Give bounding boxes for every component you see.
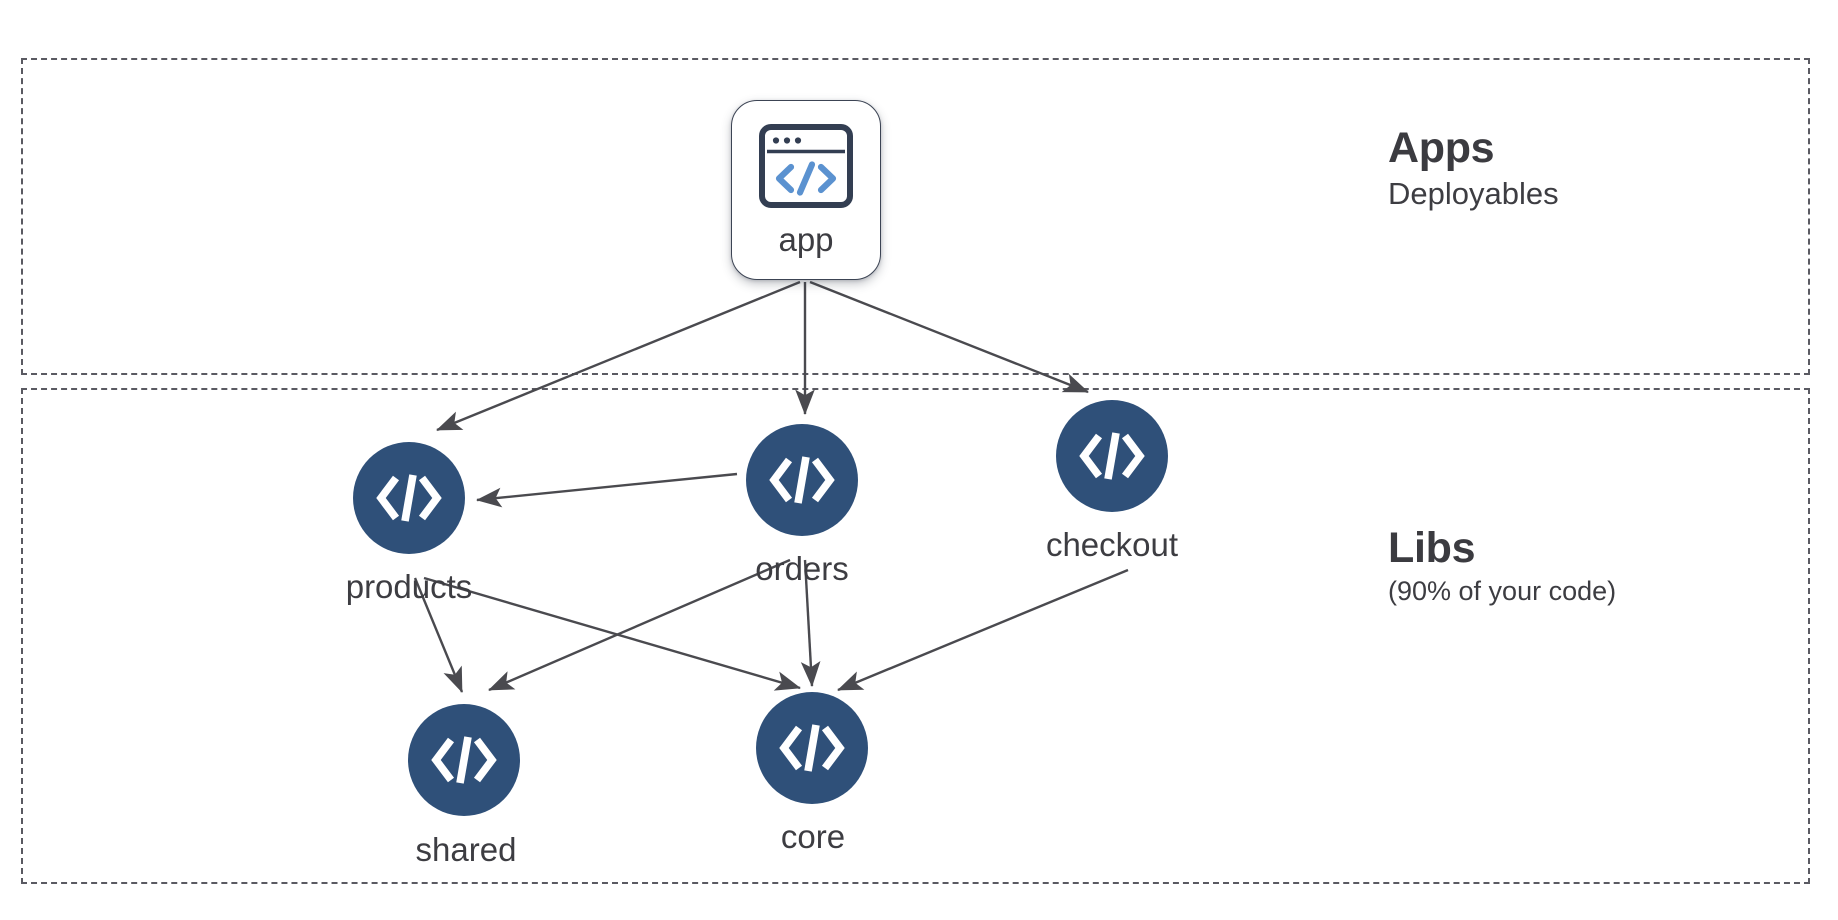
zone-legend-libs: Libs (90% of your code) (1388, 525, 1616, 609)
code-icon (429, 733, 499, 787)
zone-legend-apps: Apps Deployables (1388, 125, 1559, 214)
zone-libs-subtitle: (90% of your code) (1388, 576, 1617, 607)
node-products[interactable] (353, 442, 465, 554)
node-core[interactable] (756, 692, 868, 804)
code-icon (374, 471, 444, 525)
code-icon (1077, 429, 1147, 483)
zone-libs-title: Libs (1388, 524, 1476, 572)
node-products-label: products (345, 568, 473, 605)
zone-libs (21, 388, 1810, 884)
zone-apps-subtitle: Deployables (1388, 176, 1559, 212)
node-app[interactable]: app (731, 100, 881, 280)
node-checkout-label: checkout (1045, 526, 1179, 563)
zone-apps (21, 58, 1810, 375)
node-orders-label: orders (755, 550, 849, 587)
zone-apps-title: Apps (1388, 124, 1495, 172)
node-app-label: app (778, 221, 834, 258)
node-shared[interactable] (408, 704, 520, 816)
node-core-label: core (780, 818, 846, 855)
node-checkout[interactable] (1056, 400, 1168, 512)
node-shared-label: shared (415, 831, 517, 868)
browser-code-icon (758, 123, 854, 214)
code-icon (777, 721, 847, 775)
code-icon (767, 453, 837, 507)
node-orders[interactable] (746, 424, 858, 536)
